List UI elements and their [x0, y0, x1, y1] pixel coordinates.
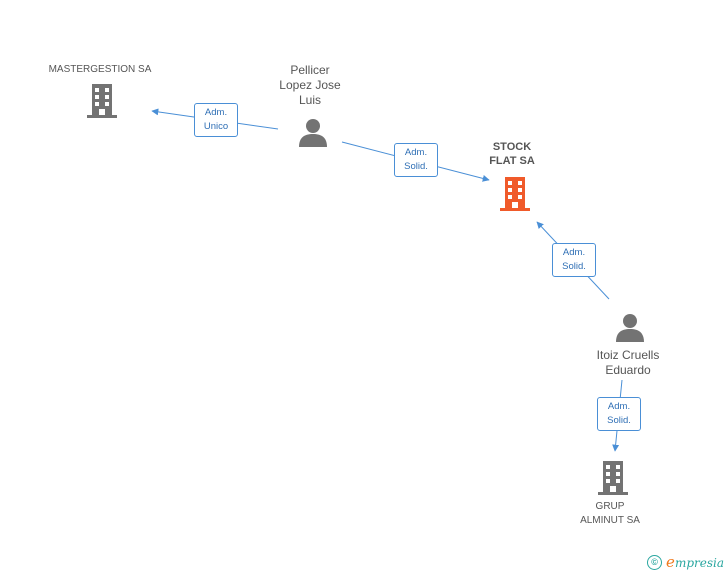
node-label-itoiz[interactable]: Itoiz Cruells Eduardo [596, 348, 660, 377]
building-icon[interactable] [86, 83, 118, 119]
node-label-stock-flat[interactable]: STOCK FLAT SA [489, 141, 535, 167]
node-label-mastergestion[interactable]: MASTERGESTION SA [48, 64, 152, 75]
person-icon[interactable] [615, 313, 645, 343]
building-icon[interactable] [499, 176, 531, 212]
building-icon[interactable] [597, 460, 629, 496]
node-label-grup-alminut[interactable]: GRUP ALMINUT SA [580, 501, 640, 526]
person-icon[interactable] [298, 118, 328, 148]
footer-brand: © empresia [647, 552, 724, 572]
edge-label-adm-unico[interactable]: Adm. Unico [194, 103, 238, 137]
edge-label-adm-solid[interactable]: Adm. Solid. [597, 397, 641, 431]
node-label-pellicer[interactable]: Pellicer Lopez Jose Luis [279, 63, 341, 107]
edge-label-adm-solid[interactable]: Adm. Solid. [552, 243, 596, 277]
brand-logo: empresia [666, 553, 724, 571]
copyright-icon: © [647, 554, 663, 570]
edge-label-adm-solid[interactable]: Adm. Solid. [394, 143, 438, 177]
